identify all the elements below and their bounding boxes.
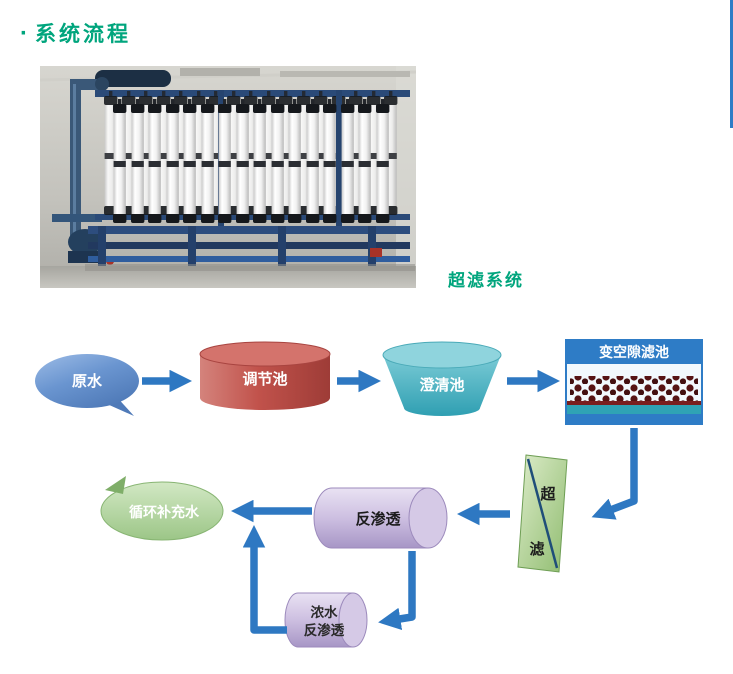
node-regulating-tank: 调节池 [199,341,331,410]
raw-water-label: 原水 [72,372,103,390]
node-ultrafiltration: 超 滤 [517,454,568,573]
page-edge-line [730,0,733,128]
arrow-filter-to-uf [591,428,638,520]
ultrafiltration-char-top: 超 [539,485,556,503]
concentrate-ro-line1: 浓水 [311,604,338,620]
flow-diagram: 原水 调节池 澄清池 变空隙滤池 超 [0,318,733,674]
clarifier-label: 澄清池 [419,376,464,394]
arrow-concentrate-return [242,525,287,634]
node-variable-pore-filter: 变空隙滤池 [565,339,703,425]
node-clarifier: 澄清池 [382,341,502,416]
regulating-tank-label: 调节池 [242,370,287,388]
title-bullet: · [20,20,28,47]
recycled-makeup-water-label: 循环补充水 [129,504,200,520]
photo-floor [40,264,416,288]
photo-frame-rear [95,90,410,220]
concentrate-ro-line2: 反渗透 [304,622,345,638]
photo-caption: 超滤系统 [448,271,524,290]
title-text: 系统流程 [35,23,131,46]
arrow-ro-to-concentrate [378,551,416,630]
uf-photo-illustration [40,66,416,288]
node-concentrate-reverse-osmosis: 浓水 反渗透 [284,592,368,648]
variable-pore-filter-label: 变空隙滤池 [599,344,669,360]
node-raw-water: 原水 [35,354,139,416]
flow-svg: 原水 调节池 澄清池 变空隙滤池 超 [35,339,703,648]
ultrafiltration-char-bottom: 滤 [529,540,544,558]
node-reverse-osmosis: 反渗透 [313,487,448,549]
photo-frame-base [88,226,410,272]
uf-equipment-photo [40,66,416,288]
node-recycled-makeup-water: 循环补充水 [100,476,224,541]
reverse-osmosis-label: 反渗透 [355,510,401,528]
page-title: · 系统流程 [20,18,131,48]
